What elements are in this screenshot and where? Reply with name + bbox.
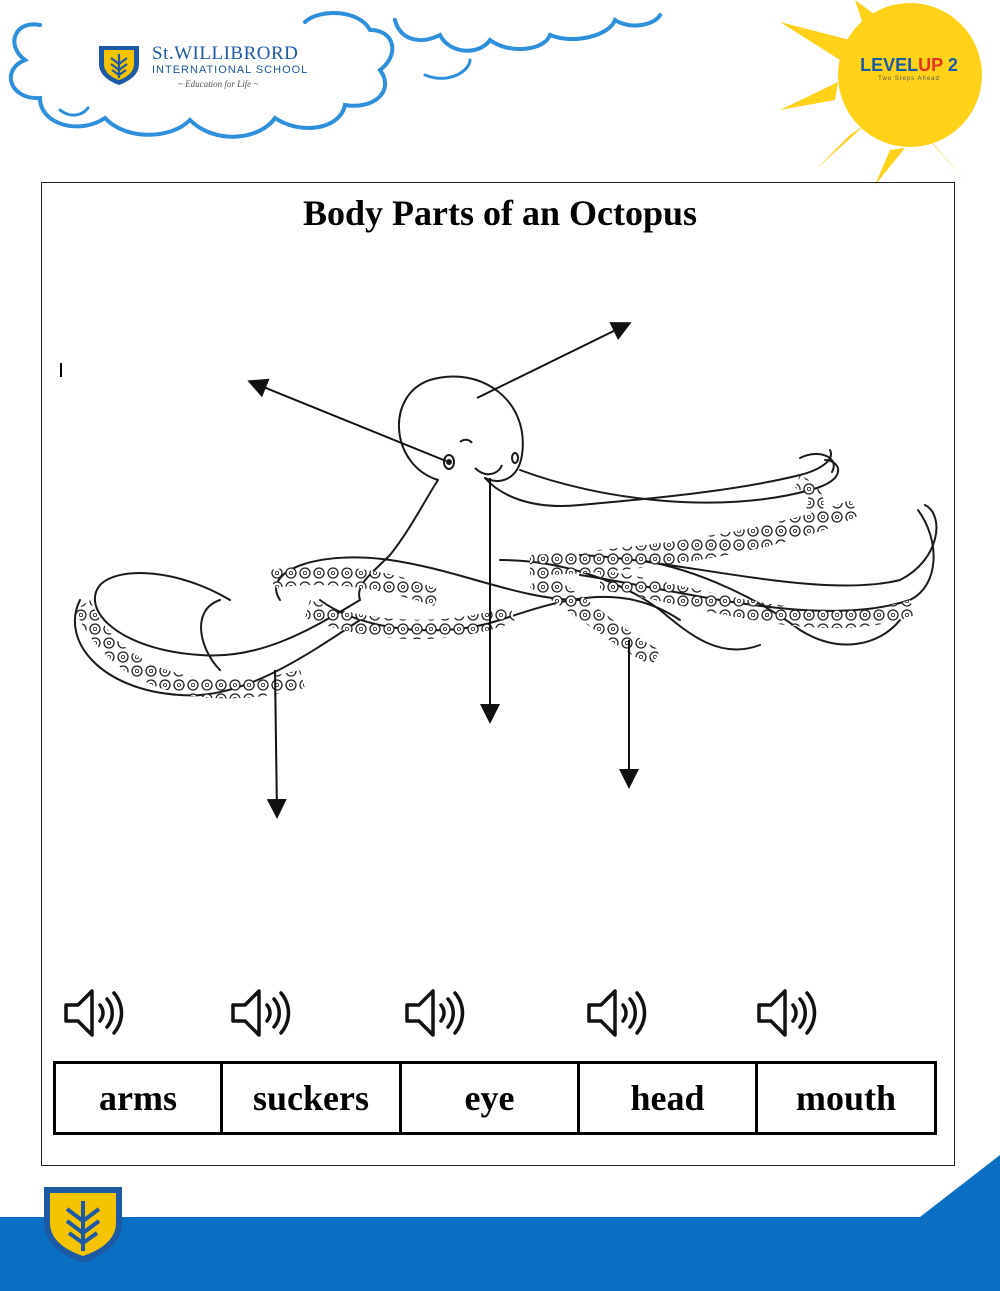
- word-label: head: [630, 1078, 705, 1118]
- word-label: mouth: [795, 1078, 897, 1118]
- arrow-arms-label: [266, 669, 287, 819]
- word-label: arms: [99, 1078, 177, 1118]
- word-bank-divider: [577, 1061, 580, 1135]
- word-label: eye: [464, 1078, 515, 1118]
- speaker-icon[interactable]: [229, 985, 293, 1041]
- text-cursor: [60, 363, 62, 377]
- word-bank-table: [53, 1061, 937, 1135]
- speaker-icon[interactable]: [403, 985, 467, 1041]
- label-arrows: [247, 322, 639, 819]
- octopus-illustration: [74, 375, 938, 699]
- worksheet-frame: [41, 182, 955, 1166]
- school-name: St.WILLIBRORD: [152, 43, 299, 64]
- footer-band: [0, 1155, 1000, 1291]
- arrow-eye-label: [247, 378, 447, 462]
- word-card-suckers[interactable]: suckers: [223, 1063, 399, 1133]
- levelup-word: LEVEL: [860, 55, 919, 75]
- school-motto: ~ Education for Life ~: [178, 79, 259, 89]
- cloud-header-decoration: [8, 11, 662, 139]
- word-bank-divider: [220, 1061, 223, 1135]
- footer-crest-logo: [44, 1187, 122, 1263]
- word-bank-divider: [755, 1061, 758, 1135]
- arrow-head-label: [476, 322, 632, 399]
- word-bank-divider: [399, 1061, 402, 1135]
- word-card-eye[interactable]: eye: [402, 1063, 577, 1133]
- word-label: suckers: [253, 1078, 369, 1118]
- word-card-mouth[interactable]: mouth: [758, 1063, 934, 1133]
- levelup-tagline: Two Steps Ahead: [878, 76, 940, 82]
- worksheet-title: Body Parts of an Octopus: [302, 193, 698, 233]
- levelup-up: UP: [918, 55, 943, 75]
- speaker-icon[interactable]: [585, 985, 649, 1041]
- school-subtitle: INTERNATIONAL SCHOOL: [152, 64, 309, 76]
- word-card-arms[interactable]: arms: [56, 1063, 220, 1133]
- levelup-number: 2: [942, 55, 958, 75]
- word-card-head[interactable]: head: [580, 1063, 755, 1133]
- school-crest-logo: [99, 46, 139, 85]
- speaker-icon[interactable]: [755, 985, 819, 1041]
- sun-decoration: [780, 0, 982, 185]
- levelup-logo: LEVELUP 2: [844, 55, 974, 76]
- speaker-icon[interactable]: [62, 985, 126, 1041]
